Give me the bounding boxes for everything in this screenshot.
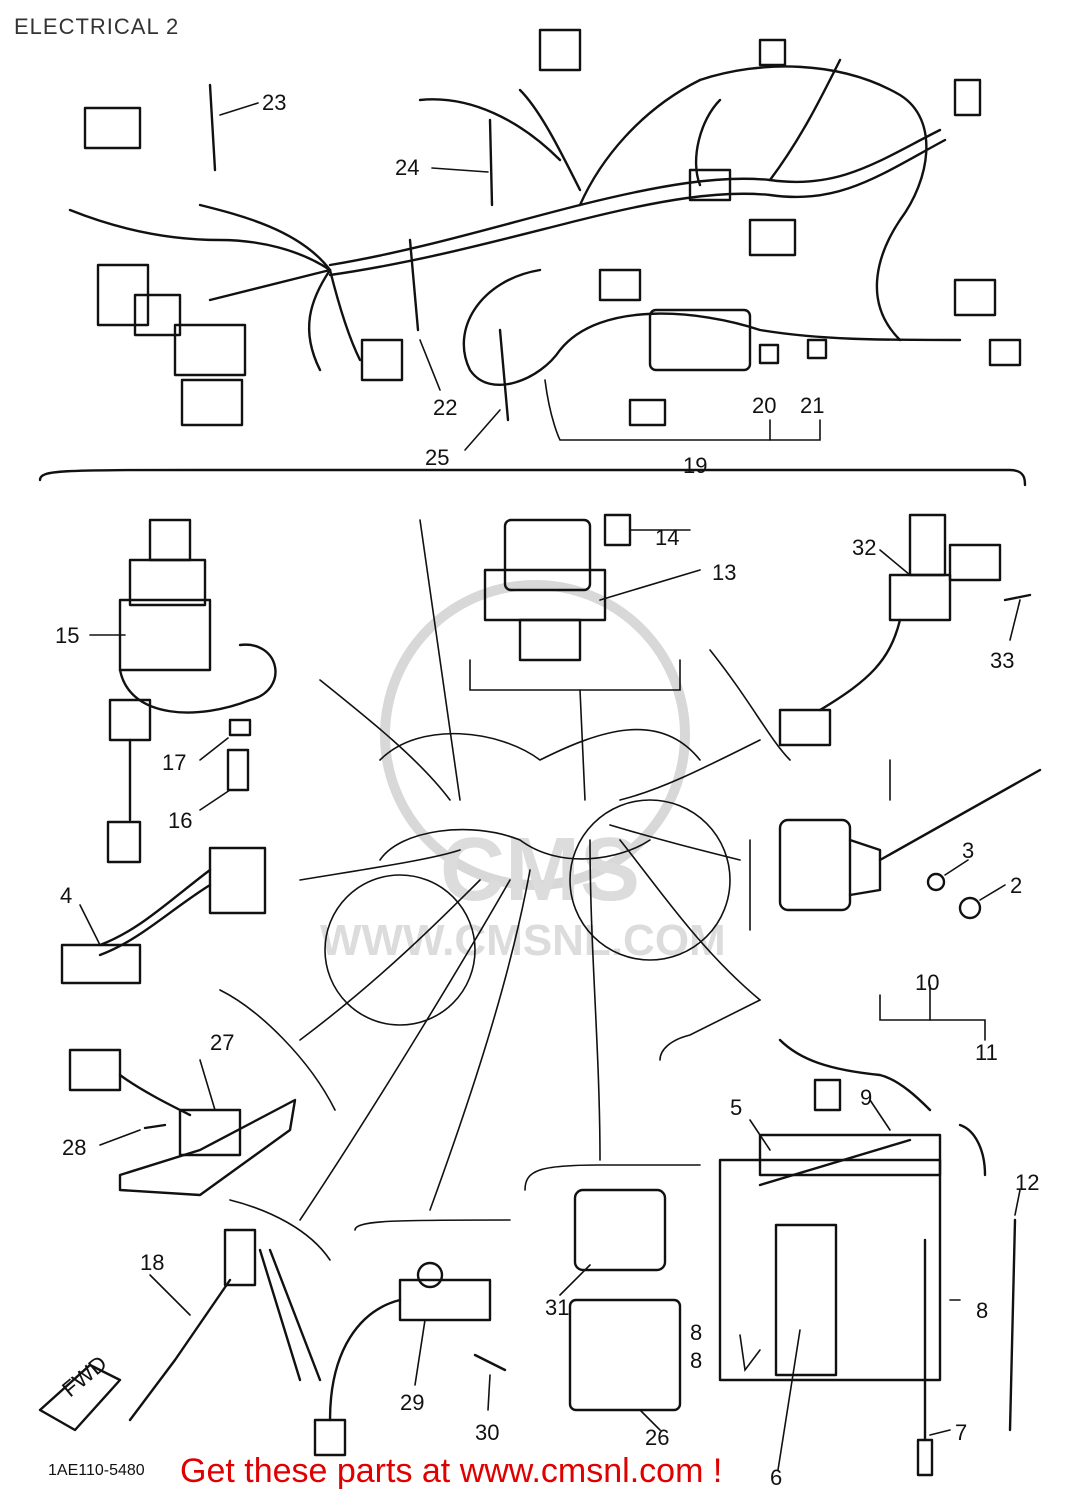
drawing-code: 1AE110-5480 — [48, 1462, 145, 1479]
callout-18: 18 — [140, 1250, 164, 1275]
callout-27: 27 — [210, 1030, 234, 1055]
leader-lines — [299, 679, 761, 1221]
callout-17: 17 — [162, 750, 186, 775]
bracket-27 — [68, 989, 336, 1197]
relay-31 — [524, 1164, 701, 1412]
watermark-url-text: WWW.CMSNL.COM — [320, 916, 726, 965]
sensor-29 — [313, 1219, 511, 1457]
callout-8a: 8 — [976, 1298, 988, 1323]
callout-31: 31 — [545, 1295, 569, 1320]
callout-13: 13 — [712, 560, 736, 585]
watermark-logo-text: CMS — [440, 820, 640, 920]
callout-15: 15 — [55, 623, 79, 648]
callout-4: 4 — [60, 883, 72, 908]
sub-harness — [60, 846, 267, 985]
promo-link[interactable]: Get these parts at www.cmsnl.com ! — [180, 1452, 723, 1490]
callout-32: 32 — [852, 535, 876, 560]
unit-32 — [709, 513, 1032, 761]
callout-11: 11 — [975, 1040, 998, 1065]
callout-6: 6 — [770, 1465, 782, 1490]
neutral-switch: FWD — [38, 1199, 331, 1432]
callout-7: 7 — [955, 1420, 967, 1445]
callout-24: 24 — [395, 155, 419, 180]
callout-23: 23 — [262, 90, 286, 115]
motorcycle-outline — [324, 519, 731, 1026]
callout-16: 16 — [168, 808, 192, 833]
callout-5: 5 — [730, 1095, 742, 1120]
callout-28: 28 — [62, 1135, 86, 1160]
callout-21: 21 — [800, 393, 824, 418]
battery-assembly — [659, 999, 1017, 1477]
callout-14: 14 — [655, 525, 679, 550]
callout-8b: 8 — [690, 1320, 702, 1345]
callout-numbers: 2 3 4 5 6 7 8 8 8 9 10 11 12 13 14 15 16… — [55, 90, 1039, 1490]
callout-25: 25 — [425, 445, 449, 470]
callout-33: 33 — [990, 648, 1014, 673]
callout-12: 12 — [1015, 1170, 1039, 1195]
callout-30: 30 — [475, 1420, 499, 1445]
callout-3: 3 — [962, 838, 974, 863]
callout-22: 22 — [433, 395, 457, 420]
callout-9: 9 — [860, 1085, 872, 1110]
callout-leaders — [79, 102, 1021, 1471]
callout-26: 26 — [645, 1425, 669, 1450]
callout-10: 10 — [915, 970, 939, 995]
page-title: ELECTRICAL 2 — [14, 14, 180, 39]
callout-2: 2 — [1010, 873, 1022, 898]
switch-unit — [749, 759, 1042, 931]
ignition-switch — [106, 518, 277, 864]
wire-harness — [38, 28, 1027, 487]
callout-8c: 8 — [690, 1348, 702, 1373]
relay-assembly — [469, 513, 681, 691]
fwd-label: FWD — [57, 1350, 111, 1401]
callout-29: 29 — [400, 1390, 424, 1415]
callout-20: 20 — [752, 393, 776, 418]
watermark: CMS WWW.CMSNL.COM — [320, 580, 726, 965]
callout-19: 19 — [683, 453, 707, 478]
